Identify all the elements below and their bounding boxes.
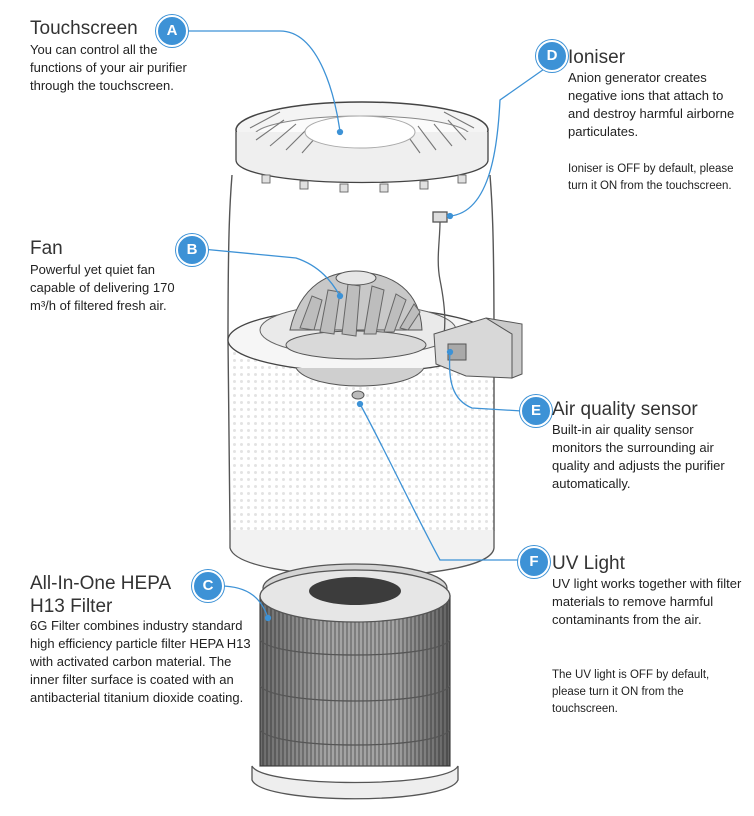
badge-c: C (192, 570, 224, 602)
ioniser-description: Anion generator creates negative ions th… (568, 70, 735, 139)
hepa-filter-title: All-In-One HEPA H13 Filter (30, 573, 171, 617)
uv-light-note: The UV light is OFF by default, please t… (552, 669, 710, 715)
badge-d: D (536, 40, 568, 72)
badge-b: B (176, 234, 208, 266)
uv-light-description: UV light works together with filter mate… (552, 576, 742, 627)
hepa-filter-description: 6G Filter combines industry standard hig… (30, 618, 251, 705)
touchscreen-title: Touchscreen (30, 18, 138, 39)
fan-description: Powerful yet quiet fan capable of delive… (30, 262, 175, 313)
fan-impeller (285, 270, 427, 400)
air-quality-sensor-title: Air quality sensor (552, 399, 698, 420)
ioniser-wire (432, 211, 448, 335)
ioniser-title: Ioniser (568, 47, 626, 68)
badge-f: F (518, 546, 550, 578)
touchscreen-description: You can control all the functions of you… (30, 42, 187, 93)
uv-light-title: UV Light (552, 553, 625, 574)
badge-e: E (520, 395, 552, 427)
leader-lines (184, 30, 548, 622)
air-quality-sensor-description: Built-in air quality sensor monitors the… (552, 422, 725, 491)
sensor-module (433, 317, 523, 379)
badge-a: A (156, 15, 188, 47)
fan-title: Fan (30, 238, 63, 259)
hepa-filter (251, 563, 459, 800)
ioniser-note: Ioniser is OFF by default, please turn i… (568, 163, 734, 192)
